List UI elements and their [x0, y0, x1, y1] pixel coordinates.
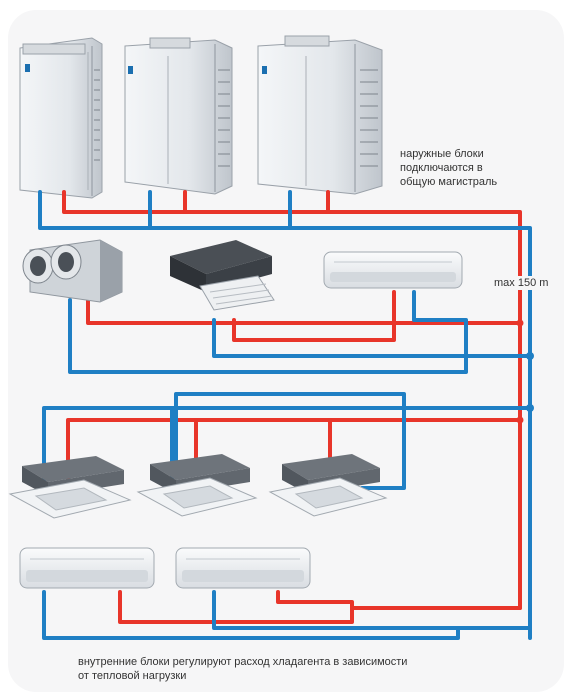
indoor-unit-air-handler	[22, 239, 123, 303]
outdoor-unit-1	[19, 37, 103, 199]
max-pipe-length-label: max 150 m	[492, 276, 551, 290]
indoor-unit-cassette-3	[268, 454, 388, 517]
blue-pipe-network	[38, 190, 532, 640]
outdoor-unit-3	[257, 35, 383, 195]
indoor-unit-cassette-1	[8, 456, 132, 519]
caption-line: от тепловой нагрузки	[78, 670, 187, 682]
caption-line: общую магистраль	[400, 176, 498, 188]
outdoor-units-caption: наружные блоки подключаются в общую маги…	[400, 147, 550, 189]
indoor-unit-wall-mounted-3	[175, 547, 311, 589]
indoor-units-caption: внутренние блоки регулируют расход хлада…	[78, 655, 407, 683]
indoor-unit-ceiling-concealed	[170, 240, 275, 311]
caption-line: внутренние блоки регулируют расход хлада…	[78, 656, 408, 668]
outdoor-unit-2	[124, 37, 233, 195]
brand-logo-icon	[262, 66, 267, 74]
brand-logo-icon	[25, 64, 30, 72]
indoor-unit-cassette-2	[136, 454, 258, 517]
brand-logo-icon	[128, 66, 133, 74]
indoor-unit-wall-mounted-2	[19, 547, 155, 589]
caption-line: подключаются в	[400, 162, 483, 174]
caption-line: наружные блоки	[400, 148, 484, 160]
refrigerant-pipes	[38, 190, 534, 640]
indoor-unit-wall-mounted-1	[323, 251, 463, 289]
